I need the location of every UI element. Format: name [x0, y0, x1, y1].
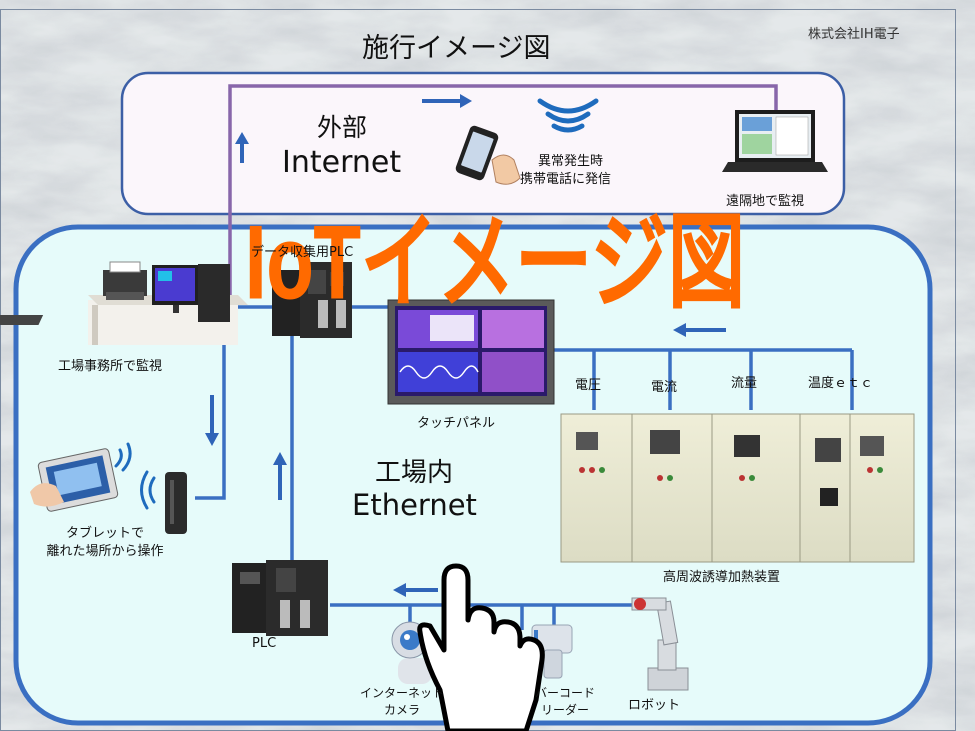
tablet-label-line1: タブレットで — [65, 526, 144, 541]
router-icon — [140, 470, 187, 534]
wifi-icon — [537, 98, 599, 133]
pointing-hand-icon — [417, 563, 545, 731]
alert-label-line1: 異常発生時 — [538, 154, 604, 169]
printer-icon — [103, 261, 147, 300]
external-zone-name: 外部 — [317, 113, 368, 142]
laptop-icon — [722, 110, 828, 172]
measurement-voltage: 電圧 — [575, 378, 602, 393]
smartphone-icon — [455, 125, 521, 185]
company-name: 株式会社IH電子 — [808, 27, 900, 42]
desktop-computer-icon — [0, 264, 230, 325]
factory-network-name: Ethernet — [352, 488, 477, 522]
measurement-current: 電流 — [651, 380, 678, 395]
touch-panel-label: タッチパネル — [417, 416, 496, 431]
measurement-temperature-etc: 温度ｅｔｃ — [808, 376, 874, 391]
robot-label: ロボット — [628, 698, 681, 713]
flow-arrows — [205, 94, 726, 597]
office-monitor-label: 工場事務所で監視 — [58, 359, 163, 374]
robot-arm-icon — [631, 597, 689, 691]
collector-plc-icon — [272, 262, 352, 338]
alert-label-line2: 携帯電話に発信 — [520, 172, 612, 187]
office-pc-icon — [0, 261, 248, 345]
factory-zone-name: 工場内 — [375, 458, 454, 488]
touch-panel-icon — [387, 299, 555, 405]
barcode-label-line2: リーダー — [540, 703, 589, 717]
plc-icon — [232, 560, 328, 636]
collector-plc-label: データ収集用PLC — [251, 245, 354, 260]
camera-label-line2: カメラ — [383, 703, 420, 717]
network-camera-icon — [391, 621, 432, 684]
remote-monitor-label: 遠隔地で監視 — [726, 194, 805, 209]
barcode-label-line1: バーコード — [534, 686, 595, 700]
page-title: 施行イメージ図 — [362, 33, 551, 64]
internet-link-line — [228, 84, 778, 300]
measurement-flow: 流量 — [731, 376, 758, 391]
plc-label: PLC — [252, 636, 277, 651]
control-cabinet-icon — [560, 413, 915, 563]
tablet-icon — [30, 442, 132, 512]
equipment-label: 高周波誘導加熱装置 — [663, 570, 781, 585]
overlay-title: IoTイメージ図 — [245, 205, 745, 321]
tablet-label-line2: 離れた場所から操作 — [46, 544, 164, 559]
external-network-name: Internet — [282, 145, 402, 180]
camera-label-line1: インターネット — [359, 686, 444, 700]
